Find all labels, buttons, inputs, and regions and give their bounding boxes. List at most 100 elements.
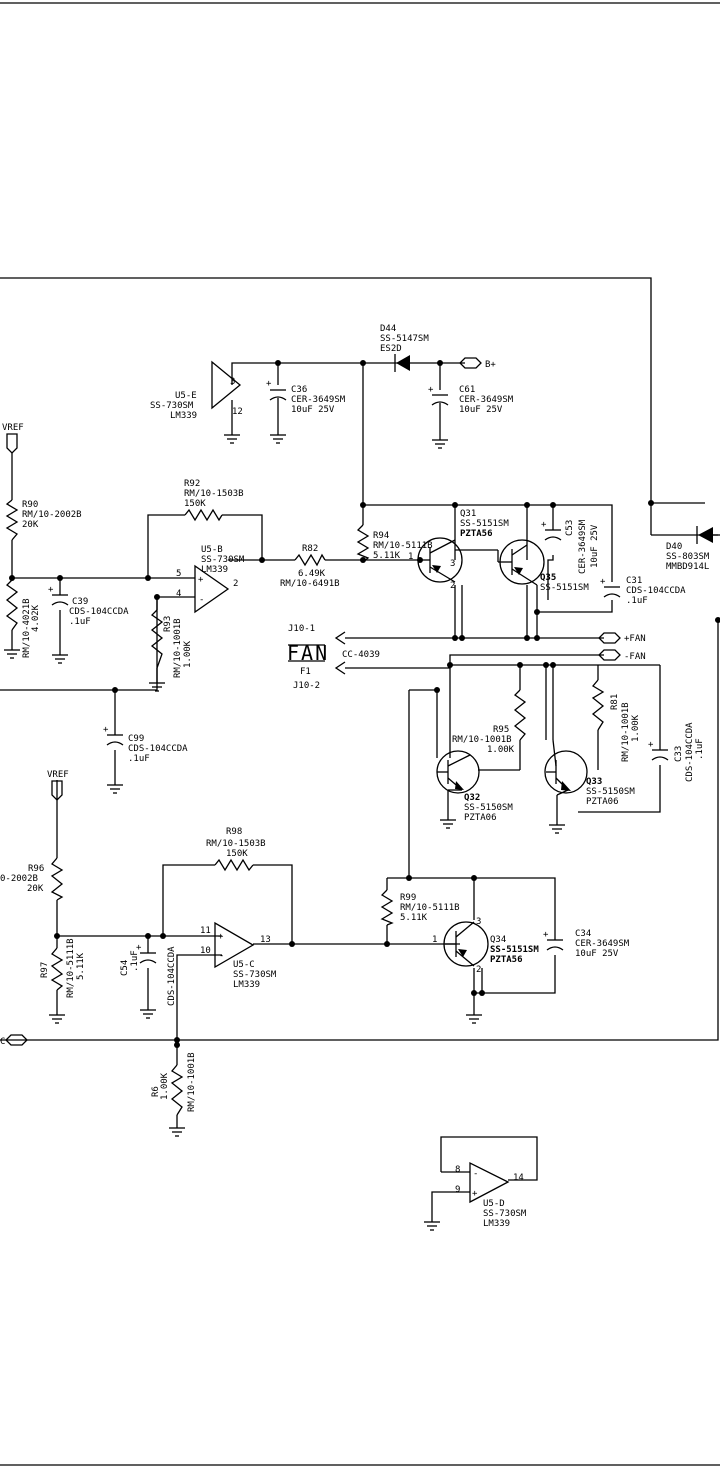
transistor-q33: Q33 SS-5150SM PZTA06 <box>544 739 635 807</box>
resistor-r92: R92 RM/10-1503B 150K <box>184 479 244 522</box>
svg-text:RM/10-2002B: RM/10-2002B <box>22 510 82 520</box>
svg-text:R81: R81 <box>610 694 620 710</box>
svg-text:RM/10-1001B: RM/10-1001B <box>452 735 512 745</box>
svg-text:RM/10-5111B: RM/10-5111B <box>373 541 433 551</box>
svg-text:.1uF: .1uF <box>695 738 705 760</box>
capacitor-c33: + C33 CDS-104CCDA .1uF <box>648 722 705 782</box>
ground-u5d <box>424 1221 440 1231</box>
svg-text:RM/10-6491B: RM/10-6491B <box>280 579 340 589</box>
svg-text:ES2D: ES2D <box>380 344 402 354</box>
svg-text:2: 2 <box>233 579 238 589</box>
svg-text:6.49K: 6.49K <box>298 569 326 579</box>
ground-q32 <box>440 819 456 829</box>
svg-text:5: 5 <box>176 569 181 579</box>
capacitor-c99: + C99 CDS-104CCDA .1uF <box>103 725 188 764</box>
svg-text:.1uF: .1uF <box>130 950 140 972</box>
svg-text:R6: R6 <box>151 1086 161 1097</box>
transistor-q31: 1 3 2 Q31 SS-5151SM PZTA56 <box>408 509 509 591</box>
svg-text:-FAN: -FAN <box>624 652 646 662</box>
capacitor-c36: + C36 CER-3649SM 10uF 25V <box>266 379 346 435</box>
svg-text:C31: C31 <box>626 576 642 586</box>
svg-text:10uF 25V: 10uF 25V <box>459 405 503 415</box>
svg-text:9: 9 <box>455 1185 460 1195</box>
svg-text:J10-1: J10-1 <box>288 624 315 634</box>
svg-text:.1uF: .1uF <box>128 754 150 764</box>
capacitor-c34: + C34 CER-3649SM 10uF 25V <box>543 929 630 959</box>
svg-text:RM/10-1503B: RM/10-1503B <box>184 489 244 499</box>
svg-text:Q31: Q31 <box>460 509 476 519</box>
svg-text:10: 10 <box>200 946 211 956</box>
ground-rleft <box>4 649 20 659</box>
opamp-u5d: - + 8 9 14 U5-D SS-730SM LM339 <box>455 1161 527 1229</box>
svg-text:5.11K: 5.11K <box>400 913 428 923</box>
svg-text:CDS-104CCDA: CDS-104CCDA <box>626 586 686 596</box>
svg-text:PZTA06: PZTA06 <box>464 813 497 823</box>
svg-text:CDS-104CCDA: CDS-104CCDA <box>167 946 177 1006</box>
svg-text:J10-2: J10-2 <box>293 681 320 691</box>
ground-c36 <box>270 434 286 444</box>
ground-c39 <box>52 654 68 664</box>
svg-text:RM/10-1001B: RM/10-1001B <box>173 618 183 678</box>
svg-text:SS-5147SM: SS-5147SM <box>380 334 429 344</box>
svg-text:C33: C33 <box>674 746 684 762</box>
ground-r97 <box>49 1014 65 1024</box>
svg-text:+: + <box>136 943 142 953</box>
svg-text:LM339: LM339 <box>201 565 228 575</box>
wires <box>0 277 720 1222</box>
svg-text:+: + <box>543 930 549 940</box>
svg-text:+FAN: +FAN <box>624 634 646 644</box>
svg-text:R99: R99 <box>400 893 416 903</box>
fan-connector: J10-1 FAN F1 J10-2 CC-4039 <box>287 624 380 691</box>
capacitor-c31: + C31 CDS-104CCDA .1uF <box>600 576 686 606</box>
svg-text:3: 3 <box>476 917 481 927</box>
resistor-r95: R95 RM/10-1001B 1.00K <box>452 689 527 755</box>
svg-text:C36: C36 <box>291 385 307 395</box>
opamp-u5b: + - 5 4 2 U5-B SS-730SM LM339 <box>176 545 245 614</box>
svg-text:.1uF: .1uF <box>626 596 648 606</box>
ground-symbols <box>4 434 565 1231</box>
ground-c61 <box>432 439 448 449</box>
svg-text:SS-5150SM: SS-5150SM <box>586 787 635 797</box>
svg-text:R95: R95 <box>493 725 509 735</box>
svg-text:Q35: Q35 <box>540 573 556 583</box>
svg-text:SS-5150SM: SS-5150SM <box>464 803 513 813</box>
svg-text:3: 3 <box>450 559 455 569</box>
svg-text:R97: R97 <box>40 962 50 978</box>
svg-text:+: + <box>600 577 606 587</box>
resistor-r81: R81 RM/10-1001B 1.00K <box>591 679 641 762</box>
svg-text:C54: C54 <box>120 960 130 976</box>
svg-text:2: 2 <box>450 581 455 591</box>
port-minus-fan: -FAN <box>598 649 646 662</box>
svg-text:R82: R82 <box>302 544 318 554</box>
resistor-rleft: RM/10-4021B 4.02K <box>5 579 41 658</box>
ground-q34 <box>466 1014 482 1024</box>
svg-text:RM/10-1001B: RM/10-1001B <box>187 1052 197 1112</box>
svg-text:+: + <box>428 385 434 395</box>
svg-text:D40: D40 <box>666 542 682 552</box>
svg-text:R94: R94 <box>373 531 389 541</box>
svg-text:RM/10-4021B: RM/10-4021B <box>22 598 32 658</box>
svg-text:FAN: FAN <box>287 641 329 665</box>
svg-text:+: + <box>648 740 654 750</box>
svg-text:RM/10-1503B: RM/10-1503B <box>206 839 266 849</box>
diode-d44: D44 SS-5147SM ES2D <box>380 324 429 372</box>
svg-text:C99: C99 <box>128 734 144 744</box>
resistor-r97: R97 RM/10-5111B 5.11K <box>40 938 86 998</box>
svg-text:U5-D: U5-D <box>483 1199 505 1209</box>
svg-text:RM/10-5111B: RM/10-5111B <box>66 938 76 998</box>
svg-text:CER-3649SM: CER-3649SM <box>291 395 346 405</box>
capacitor-c53: + C53 CER-3649SM 10uF 25V <box>541 519 600 574</box>
svg-text:1.00K: 1.00K <box>487 745 515 755</box>
svg-text:VREF: VREF <box>47 770 69 780</box>
vref-bottom: VREF <box>47 770 69 801</box>
svg-text:-: - <box>473 1169 478 1179</box>
transistor-q35: Q35 SS-5151SM <box>497 539 589 593</box>
svg-text:10uF 25V: 10uF 25V <box>291 405 335 415</box>
port-b-plus: B+ <box>459 357 496 370</box>
svg-text:0-2002B: 0-2002B <box>0 874 38 884</box>
ground-u5e <box>224 434 240 444</box>
svg-text:CDS-104CCDA: CDS-104CCDA <box>69 607 129 617</box>
svg-text:10uF 25V: 10uF 25V <box>575 949 619 959</box>
svg-text:B+: B+ <box>485 360 496 370</box>
svg-text:CDS-104CCDA: CDS-104CCDA <box>685 722 695 782</box>
